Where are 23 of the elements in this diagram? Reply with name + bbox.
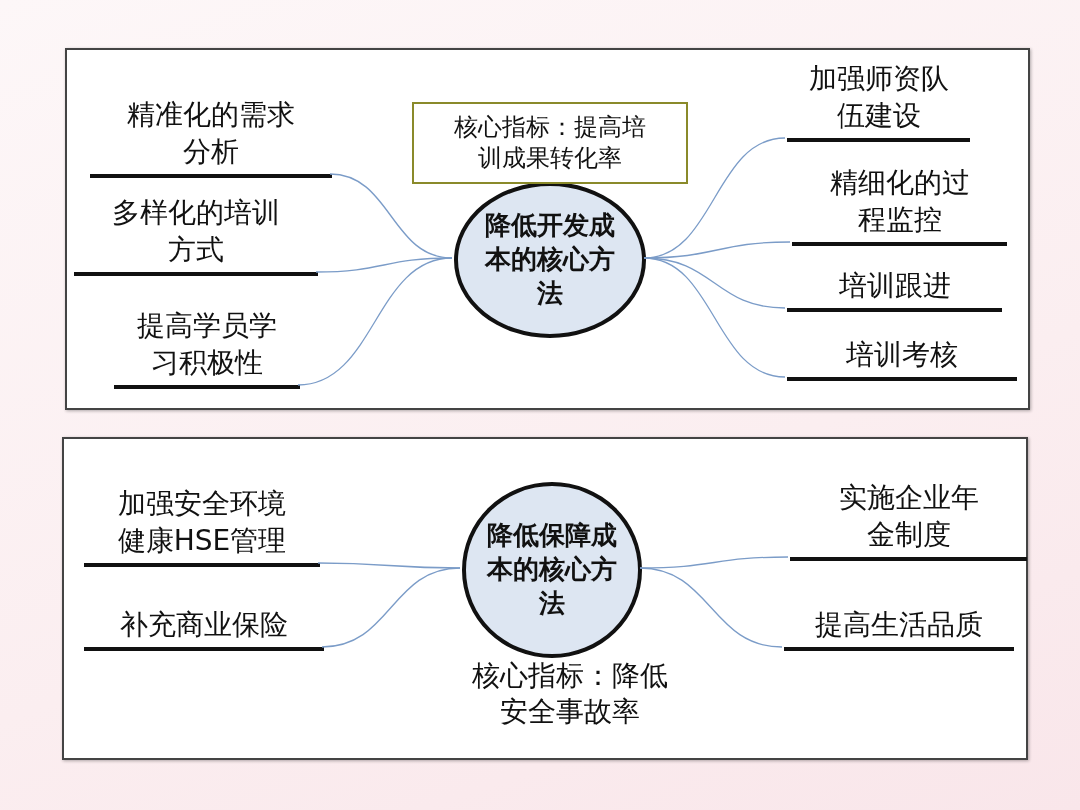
topic-text: 补充商业保险 — [119, 606, 289, 643]
indicator-text: 核心指标：提高培训成果转化率 — [453, 111, 647, 174]
topic-text: 精细化的过程监控 — [828, 165, 971, 238]
connector — [297, 257, 453, 386]
topic-text: 培训跟进 — [837, 267, 952, 304]
connector — [639, 556, 789, 569]
panel-frame — [65, 48, 1030, 410]
circle-text: 降低开发成本的核心方法 — [484, 209, 616, 310]
circle-text: 降低保障成本的核心方法 — [486, 519, 618, 620]
topic-text: 加强师资队伍建设 — [807, 61, 950, 134]
connector — [317, 562, 461, 569]
topic-text: 加强安全环境健康HSE管理 — [116, 486, 288, 559]
topic-text: 实施企业年金制度 — [837, 480, 980, 553]
indicator-box — [412, 102, 688, 184]
indicator-text: 核心指标：降低安全事故率 — [470, 658, 669, 731]
connector — [321, 567, 461, 648]
topic-text: 精准化的需求分析 — [126, 97, 296, 170]
topic-text: 多样化的培训方式 — [111, 195, 281, 268]
topic-text: 提高学员学习积极性 — [136, 308, 278, 381]
connector — [639, 567, 783, 648]
topic-text: 培训考核 — [845, 336, 959, 373]
panel-frame — [62, 437, 1028, 760]
topic-text: 提高生活品质 — [814, 606, 984, 643]
